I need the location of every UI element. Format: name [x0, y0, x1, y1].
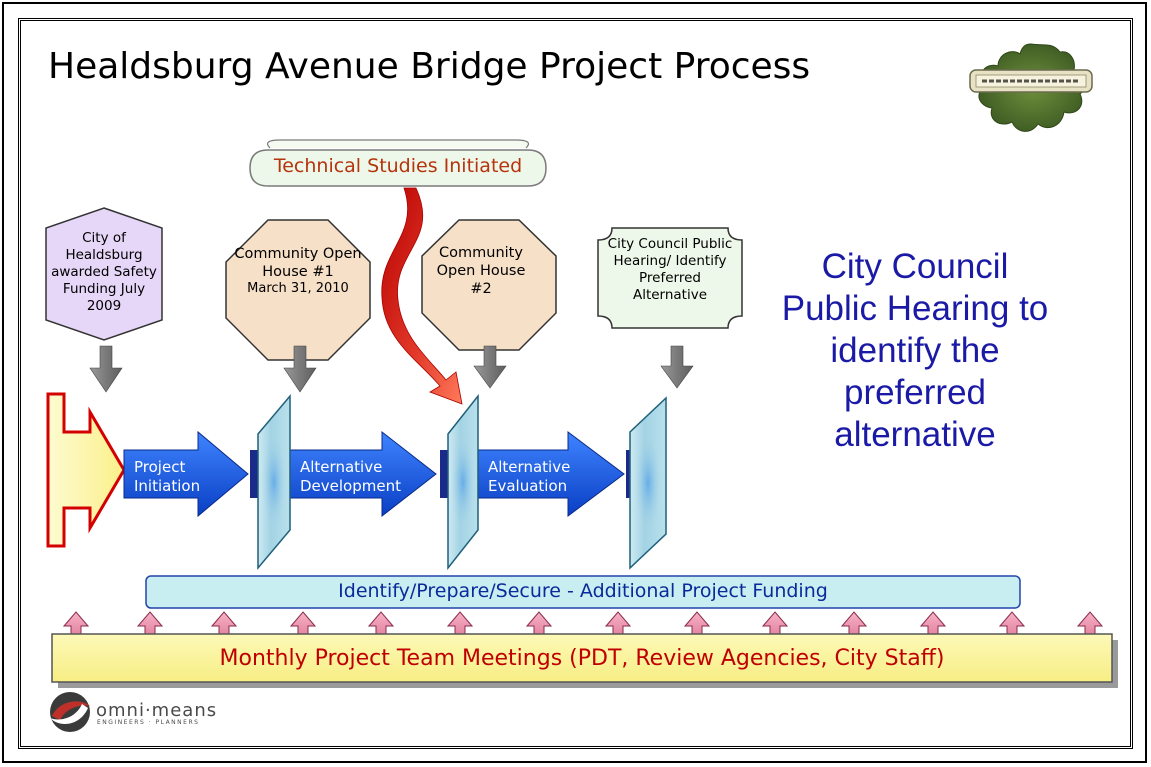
omni-means-logo-subtext: ENGINEERS · PLANNERS — [97, 719, 200, 726]
omni-means-logo-text: omni·means — [96, 700, 218, 721]
milestone-octagon-2 — [421, 219, 557, 351]
meetings-bar — [51, 633, 1113, 683]
phase-1-label: Project Initiation — [134, 458, 201, 495]
start-arrow — [46, 392, 126, 548]
gate-panels — [250, 393, 667, 571]
city-seal-logo — [969, 43, 1093, 132]
inner-border — [18, 18, 1133, 749]
milestone-2-label: Community Open House #1 March 31, 2010 — [232, 245, 364, 298]
omni-means-logo-mark — [50, 692, 90, 732]
milestone-down-arrows — [89, 345, 694, 393]
technical-studies-arrow — [381, 187, 463, 405]
milestone-octagon-1 — [225, 219, 371, 361]
city-council-text: City Council Public Hearing to identify … — [781, 247, 1049, 454]
phase-2-label: Alternative Development — [300, 458, 401, 495]
milestone-4-label: City Council Public Hearing/ Identify Pr… — [607, 236, 733, 303]
meetings-bar-label: Monthly Project Team Meetings (PDT, Revi… — [219, 646, 945, 671]
milestone-1-label: City of Healdsburg awarded Safety Fundin… — [51, 230, 157, 314]
funding-bar-label: Identify/Prepare/Secure - Additional Pro… — [338, 580, 828, 602]
page-title: Healdsburg Avenue Bridge Project Process — [48, 46, 811, 87]
technical-studies-label: Technical Studies Initiated — [273, 155, 523, 177]
milestone-2-title: Community Open House #1 — [234, 246, 362, 281]
meeting-up-arrows — [62, 611, 1104, 641]
phase-3-label: Alternative Evaluation — [488, 458, 571, 495]
phase-arrows — [123, 430, 625, 518]
milestone-hexagon — [45, 207, 163, 341]
milestone-plaque — [597, 227, 743, 329]
funding-bar — [145, 575, 1021, 609]
milestone-2-date: March 31, 2010 — [247, 281, 349, 297]
milestone-3-label: Community Open House #2 — [436, 245, 526, 298]
technical-studies-banner — [249, 139, 547, 187]
